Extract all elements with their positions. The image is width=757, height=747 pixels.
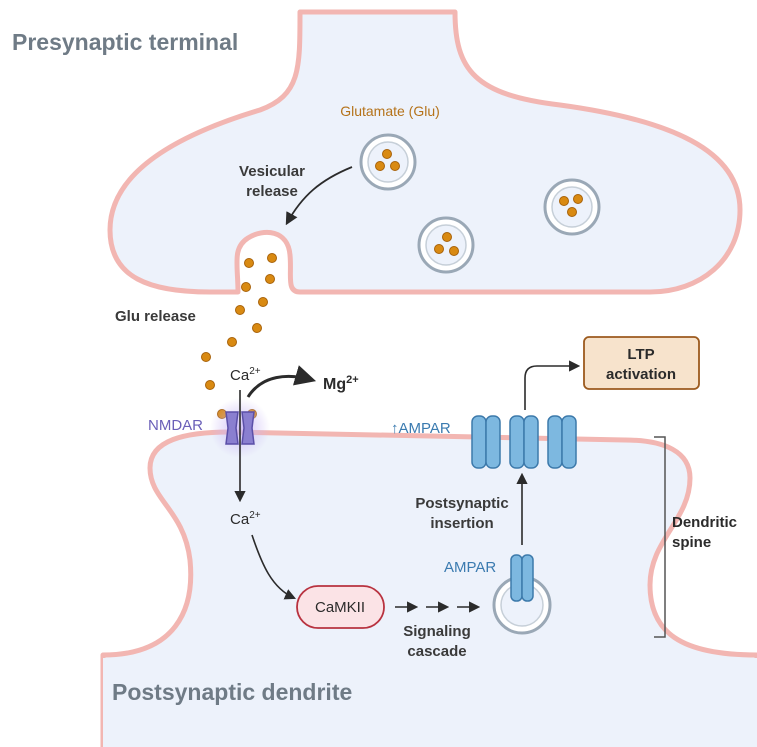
released-glutamate — [201, 253, 277, 419]
insertion-label-line2: insertion — [430, 515, 493, 532]
signaling-label-line2: cascade — [407, 643, 466, 660]
ltp-arrow — [524, 360, 581, 410]
camkii-label: CaMKII — [315, 599, 365, 616]
camkii-box — [296, 585, 385, 629]
presynaptic-label: Presynaptic terminal — [12, 29, 238, 55]
ampar-icon-3 — [547, 415, 577, 469]
ltp-label-line2: activation — [606, 366, 676, 383]
mg-exit-arrow — [246, 365, 317, 398]
ca-bottom-label: Ca2+ — [230, 510, 261, 528]
ampar-vesicle-label: AMPAR — [444, 559, 496, 576]
ca-camkii-arrow — [251, 534, 297, 600]
glutamate-label: Glutamate (Glu) — [340, 103, 440, 119]
ampar-icon-1 — [471, 415, 501, 469]
ca-top-label: Ca2+ — [230, 366, 261, 384]
spine-bracket — [654, 436, 666, 638]
postsynaptic-label: Postsynaptic dendrite — [112, 679, 352, 705]
ltp-label-line1: LTP — [627, 346, 654, 363]
signaling-label-line1: Signaling — [403, 623, 471, 640]
ampar-icon-2 — [509, 415, 539, 469]
vesicle-3 — [543, 178, 601, 236]
vesicle-1 — [359, 133, 417, 191]
ltp-box — [583, 336, 700, 390]
ampar-vesicle-icon — [510, 554, 534, 602]
vesicle-2 — [417, 216, 475, 274]
vesicular-label-line1: Vesicular — [239, 163, 305, 180]
mg-label: Mg2+ — [323, 374, 359, 393]
nmdar-label: NMDAR — [148, 417, 203, 434]
spine-label-line2: spine — [672, 534, 711, 551]
ampar-top-label: ↑AMPAR — [391, 420, 451, 437]
vesicular-release-arrow — [285, 166, 353, 226]
spine-label-line1: Dendritic — [672, 514, 737, 531]
insertion-label-line1: Postsynaptic — [415, 495, 508, 512]
vesicular-label-line2: release — [246, 183, 298, 200]
glu-release-label: Glu release — [115, 308, 196, 325]
